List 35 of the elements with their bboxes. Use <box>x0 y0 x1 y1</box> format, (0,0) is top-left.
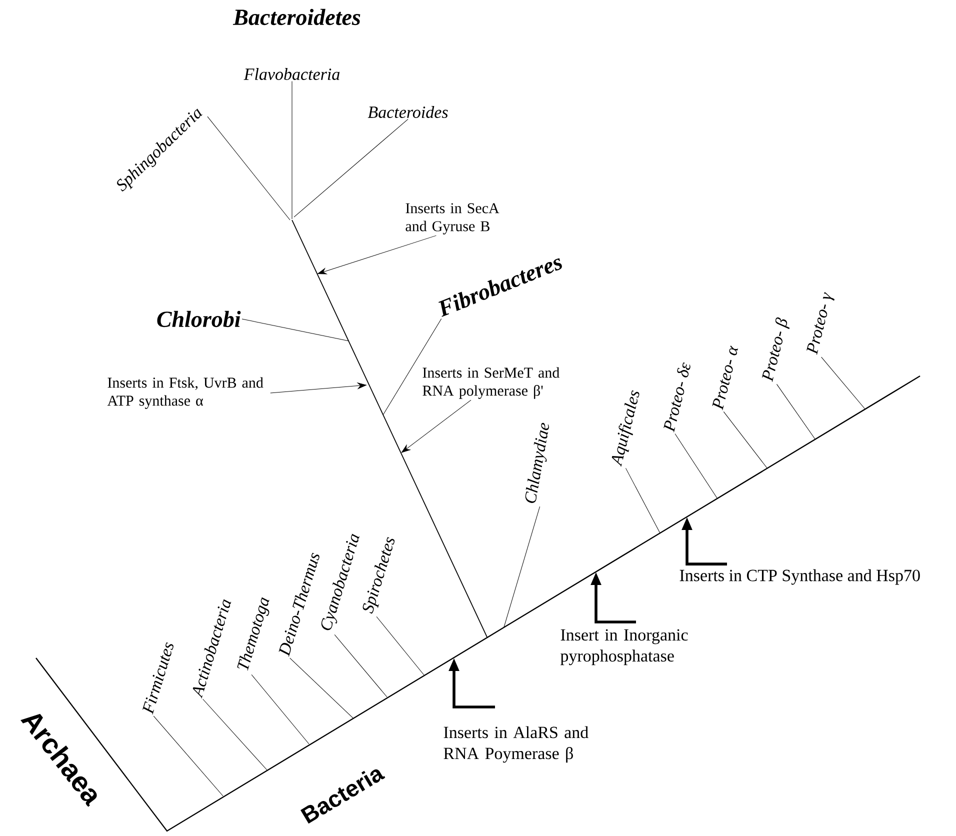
annotation-text: Inserts in AlaRS and RNA Poymerase β <box>444 726 588 763</box>
taxon-label: Chlamydiae <box>525 422 549 503</box>
group-label: Bacteroidetes <box>232 8 360 26</box>
taxon-label: Proteo- δε <box>664 362 690 432</box>
taxon-label: Proteo- β <box>762 317 790 382</box>
arrow <box>317 235 436 274</box>
branch-line <box>294 118 408 218</box>
branch-line <box>382 318 442 416</box>
branch-line <box>290 658 354 718</box>
annotation-text: Inserts in CTP Synthase and Hsp70 <box>680 569 920 585</box>
branch-line <box>723 411 768 468</box>
annotation-text: Insert in Inorganic pyrophosphatase <box>560 629 688 666</box>
taxon-label: Aquificales <box>612 390 640 467</box>
branch-line <box>674 434 718 498</box>
annotation-text: Inserts in Ftsk, UvrB and ATP synthase α <box>107 377 264 409</box>
branch-line <box>153 716 224 796</box>
branch-line <box>821 356 866 410</box>
branch-line <box>376 616 424 676</box>
branch-line <box>334 634 388 698</box>
arrow <box>270 382 366 394</box>
branch-line <box>625 468 660 534</box>
branch-line <box>776 384 816 440</box>
branch-line <box>504 506 540 628</box>
branch-line <box>202 698 268 770</box>
taxon-label: Chlorobi <box>157 310 241 328</box>
arrow <box>401 400 472 453</box>
taxon-label: Bacteroides <box>368 106 448 118</box>
branch-line <box>207 116 290 220</box>
taxon-label: Proteo- γ <box>806 292 834 355</box>
annotation-text: Inserts in SerMeT and RNA polymerase β' <box>422 367 560 399</box>
annotation-text: Inserts in SecA and Gyruse B <box>406 203 500 234</box>
taxon-label: Flavobacteria <box>244 68 340 80</box>
leader-line <box>242 318 350 342</box>
branch-line <box>251 674 310 744</box>
taxon-label: Proteo- α <box>712 345 738 410</box>
